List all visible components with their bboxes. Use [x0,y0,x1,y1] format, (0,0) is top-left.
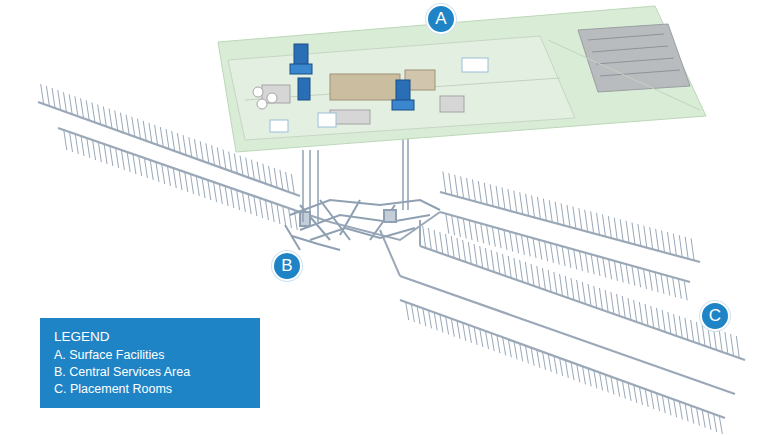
callout-circle: B [272,251,302,281]
legend-entry: C. Placement Rooms [54,381,246,398]
legend-heading: LEGEND [54,328,246,345]
legend-entry: B. Central Services Area [54,364,246,381]
legend-box: LEGEND A. Surface FacilitiesB. Central Se… [40,318,260,408]
drift-tunnel [400,300,725,418]
central-services [285,200,440,250]
drift-tunnel [440,212,690,282]
callout-letter: C [709,306,721,326]
surface-plate [218,6,706,152]
callout-circle: C [700,301,730,331]
legend-entry: A. Surface Facilities [54,347,246,364]
access-tunnel [419,220,421,246]
callout-circle: A [426,4,456,34]
placement-rooms [406,302,723,434]
callout-letter: A [435,9,446,29]
drift-tunnel [420,246,745,360]
callout-letter: B [281,256,292,276]
drift-tunnel [400,276,735,394]
